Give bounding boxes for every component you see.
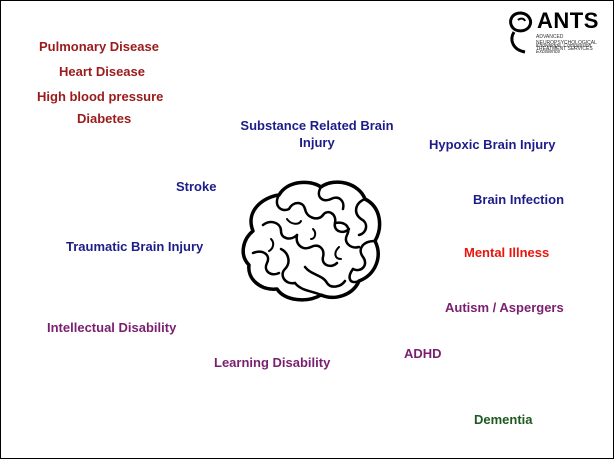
logo-mark-icon	[505, 10, 537, 54]
label-brain-infection: Brain Infection	[473, 191, 564, 208]
label-mental-illness: Mental Illness	[464, 244, 549, 261]
label-hypoxic-brain-injury: Hypoxic Brain Injury	[429, 136, 555, 153]
brain-illustration	[235, 169, 385, 319]
ants-logo: ANTS ADVANCED NEUROPSYCHOLOGICAL TREATME…	[503, 7, 609, 57]
label-traumatic-brain-injury: Traumatic Brain Injury	[66, 238, 203, 255]
label-substance-related-brain-injury: Substance Related Brain Injury	[227, 117, 407, 151]
label-learning-disability: Learning Disability	[214, 354, 330, 371]
label-heart-disease: Heart Disease	[59, 63, 145, 80]
label-high-blood-pressure: High blood pressure	[37, 88, 163, 105]
label-adhd: ADHD	[404, 345, 442, 362]
logo-tagline: Knowledge, Compassion, Excellence	[536, 43, 610, 55]
label-diabetes: Diabetes	[77, 110, 131, 127]
logo-name: ANTS	[537, 9, 599, 33]
label-stroke: Stroke	[176, 178, 216, 195]
label-pulmonary-disease: Pulmonary Disease	[39, 38, 159, 55]
label-intellectual-disability: Intellectual Disability	[47, 319, 176, 336]
label-dementia: Dementia	[474, 411, 533, 428]
label-autism-aspergers: Autism / Aspergers	[445, 299, 564, 316]
